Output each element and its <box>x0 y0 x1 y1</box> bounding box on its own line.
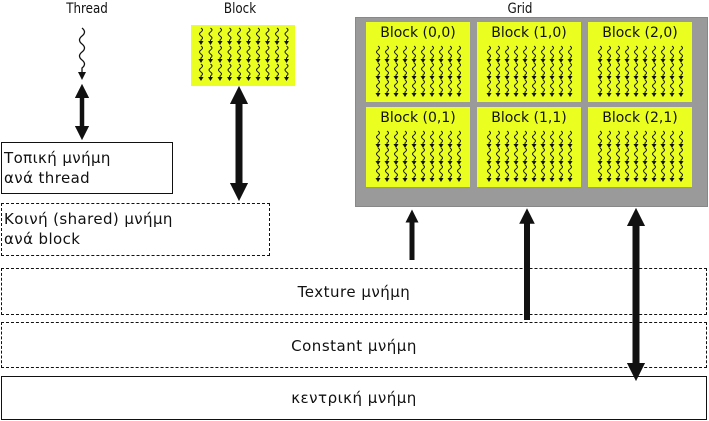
thread-icon <box>78 27 86 80</box>
threads-icon <box>375 130 462 182</box>
constant-memory-box: Constant μνήμη <box>1 322 707 368</box>
grid-block-label: Block (2,0) <box>602 25 678 41</box>
block-illustration <box>191 25 295 86</box>
shared-memory-box: Κοινή (shared) μνήμη ανά block <box>1 203 270 256</box>
local-memory-label-line2: ανά thread <box>4 169 91 187</box>
constant-memory-label: Constant μνήμη <box>291 337 417 355</box>
texture-memory-box: Texture μνήμη <box>1 268 707 315</box>
local-memory-box: Τοπική μνήμη ανά thread <box>1 142 173 194</box>
grid-block: Block (1,1) <box>477 107 581 187</box>
grid-block-label: Block (0,0) <box>380 25 456 41</box>
thread-header: Thread <box>66 1 108 17</box>
threads-icon <box>486 130 573 182</box>
grid-block: Block (1,0) <box>477 22 581 102</box>
grid-block: Block (0,0) <box>366 22 470 102</box>
threads-icon <box>597 45 684 97</box>
global-memory-label: κεντρική μνήμη <box>291 389 417 407</box>
local-memory-label-line1: Τοπική μνήμη <box>4 149 111 167</box>
shared-memory-label-line1: Κοινή (shared) μνήμη <box>4 210 173 228</box>
threads-icon <box>486 45 573 97</box>
grid-block: Block (2,1) <box>588 107 692 187</box>
grid-block-label: Block (1,1) <box>491 110 567 126</box>
grid-block-label: Block (1,0) <box>491 25 567 41</box>
block-header: Block <box>223 1 257 17</box>
grid-block-label: Block (2,1) <box>602 110 678 126</box>
texture-memory-label: Texture μνήμη <box>297 283 411 301</box>
grid-block: Block (2,0) <box>588 22 692 102</box>
threads-icon <box>375 45 462 97</box>
grid-block: Block (0,1) <box>366 107 470 187</box>
threads-icon <box>198 27 289 81</box>
global-memory-box: κεντρική μνήμη <box>1 376 707 420</box>
grid-block-label: Block (0,1) <box>380 110 456 126</box>
grid-header: Grid <box>507 1 533 17</box>
shared-memory-label-line2: ανά block <box>4 230 81 248</box>
threads-icon <box>597 130 684 182</box>
